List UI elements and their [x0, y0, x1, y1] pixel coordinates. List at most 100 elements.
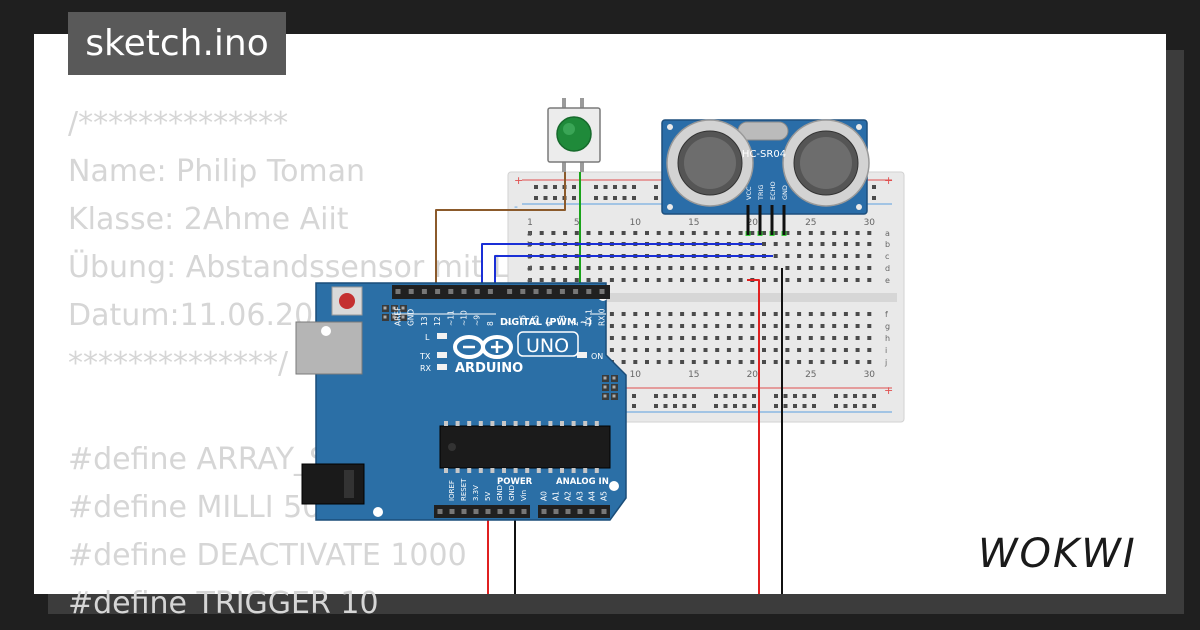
power-pin[interactable] — [521, 509, 527, 514]
breadboard-hole — [726, 360, 731, 364]
column-number: 15 — [688, 370, 699, 380]
header-pin[interactable] — [573, 289, 579, 294]
breadboard-hole — [738, 231, 743, 235]
header-pin[interactable] — [435, 289, 441, 294]
reset-button-cap[interactable] — [339, 293, 355, 309]
breadboard-hole — [855, 254, 860, 258]
rail-hole — [843, 404, 848, 408]
header-pin[interactable] — [395, 289, 401, 294]
sensor-pin-echo[interactable] — [770, 205, 774, 235]
header-pin[interactable] — [507, 289, 513, 294]
rail-hole — [783, 404, 788, 408]
analog-pin[interactable] — [589, 509, 595, 514]
rail-hole — [872, 394, 876, 398]
rail-hole — [872, 196, 876, 200]
breadboard-hole — [773, 242, 778, 246]
column-number: 15 — [688, 218, 699, 228]
breadboard-hole — [645, 266, 649, 270]
breadboard-hole — [820, 266, 825, 270]
analog-pin-label: A0 — [540, 491, 549, 501]
wire-brown[interactable] — [435, 172, 566, 292]
power-pin[interactable] — [461, 509, 467, 514]
analog-pin[interactable] — [565, 509, 571, 514]
breadboard-hole — [715, 324, 720, 328]
power-pin[interactable] — [473, 509, 479, 514]
row-letter: f — [885, 310, 888, 319]
rail-hole — [613, 185, 617, 189]
breadboard-hole — [797, 231, 802, 235]
breadboard-hole — [843, 360, 848, 364]
header-pin[interactable] — [533, 289, 539, 294]
wire-blue-echo[interactable] — [494, 255, 773, 292]
sensor-pin-vcc[interactable] — [746, 205, 750, 235]
breadboard-hole — [738, 360, 743, 364]
analog-pin[interactable] — [577, 509, 583, 514]
breadboard-hole — [843, 312, 848, 316]
icsp-pin — [401, 315, 405, 319]
header-pin[interactable] — [559, 289, 565, 294]
rail-hole — [802, 394, 807, 398]
breadboard-hole — [680, 266, 685, 270]
power-pin[interactable] — [485, 509, 491, 514]
breadboard-hole — [808, 336, 813, 340]
rail-hole — [603, 185, 608, 189]
breadboard-hole — [797, 348, 802, 352]
breadboard-hole — [609, 336, 614, 340]
push-button[interactable] — [547, 98, 601, 172]
header-pin[interactable] — [474, 289, 480, 294]
header-pin[interactable] — [448, 289, 454, 294]
rail-hole — [632, 394, 636, 398]
sensor-pin-trig[interactable] — [758, 205, 762, 235]
analog-pin-label: A1 — [552, 491, 561, 501]
wire-blue-trig[interactable] — [481, 243, 762, 292]
header-pin[interactable] — [586, 289, 592, 294]
power-pin[interactable] — [509, 509, 515, 514]
header-pin[interactable] — [421, 289, 427, 294]
column-number: 25 — [805, 370, 816, 380]
breadboard-hole — [691, 312, 696, 316]
header-pin[interactable] — [599, 289, 605, 294]
breadboard-hole — [645, 324, 649, 328]
breadboard-hole — [797, 336, 802, 340]
power-pin[interactable] — [437, 509, 443, 514]
breadboard-hole — [656, 278, 661, 282]
analog-pin[interactable] — [601, 509, 607, 514]
breadboard-hole — [867, 242, 872, 246]
breadboard-hole — [797, 266, 802, 270]
sensor-pin-gnd[interactable] — [782, 205, 786, 235]
wire-red-vcc[interactable] — [747, 279, 760, 594]
power-jack[interactable] — [301, 463, 365, 505]
rail-hole — [862, 394, 867, 398]
header-pin[interactable] — [461, 289, 467, 294]
header-pin[interactable] — [487, 289, 493, 294]
breadboard-hole — [855, 266, 860, 270]
row-letter: i — [885, 346, 887, 355]
column-number: 30 — [864, 370, 876, 380]
header-pin[interactable] — [546, 289, 552, 294]
power-pin[interactable] — [497, 509, 503, 514]
power-jack-detail — [344, 470, 354, 498]
breadboard-hole — [762, 336, 766, 340]
digital-pin-label: 2 — [571, 321, 580, 326]
header-pin[interactable] — [520, 289, 526, 294]
analog-pin[interactable] — [541, 509, 547, 514]
wokwi-logo: WOKWI — [978, 531, 1135, 577]
breadboard-hole — [738, 324, 743, 328]
analog-pin[interactable] — [553, 509, 559, 514]
breadboard-hole — [621, 324, 626, 328]
rail-hole — [834, 394, 838, 398]
breadboard-hole — [656, 360, 661, 364]
breadboard-hole — [808, 324, 813, 328]
header-pin[interactable] — [408, 289, 414, 294]
breadboard-hole — [668, 266, 673, 270]
sensor-pin-label: ECHO — [769, 181, 777, 200]
power-pin[interactable] — [449, 509, 455, 514]
button-cap[interactable] — [556, 116, 592, 152]
breadboard-hole — [668, 360, 673, 364]
file-tab[interactable]: sketch.ino — [68, 12, 286, 75]
breadboard-hole — [867, 278, 872, 282]
rail-hole — [783, 394, 788, 398]
